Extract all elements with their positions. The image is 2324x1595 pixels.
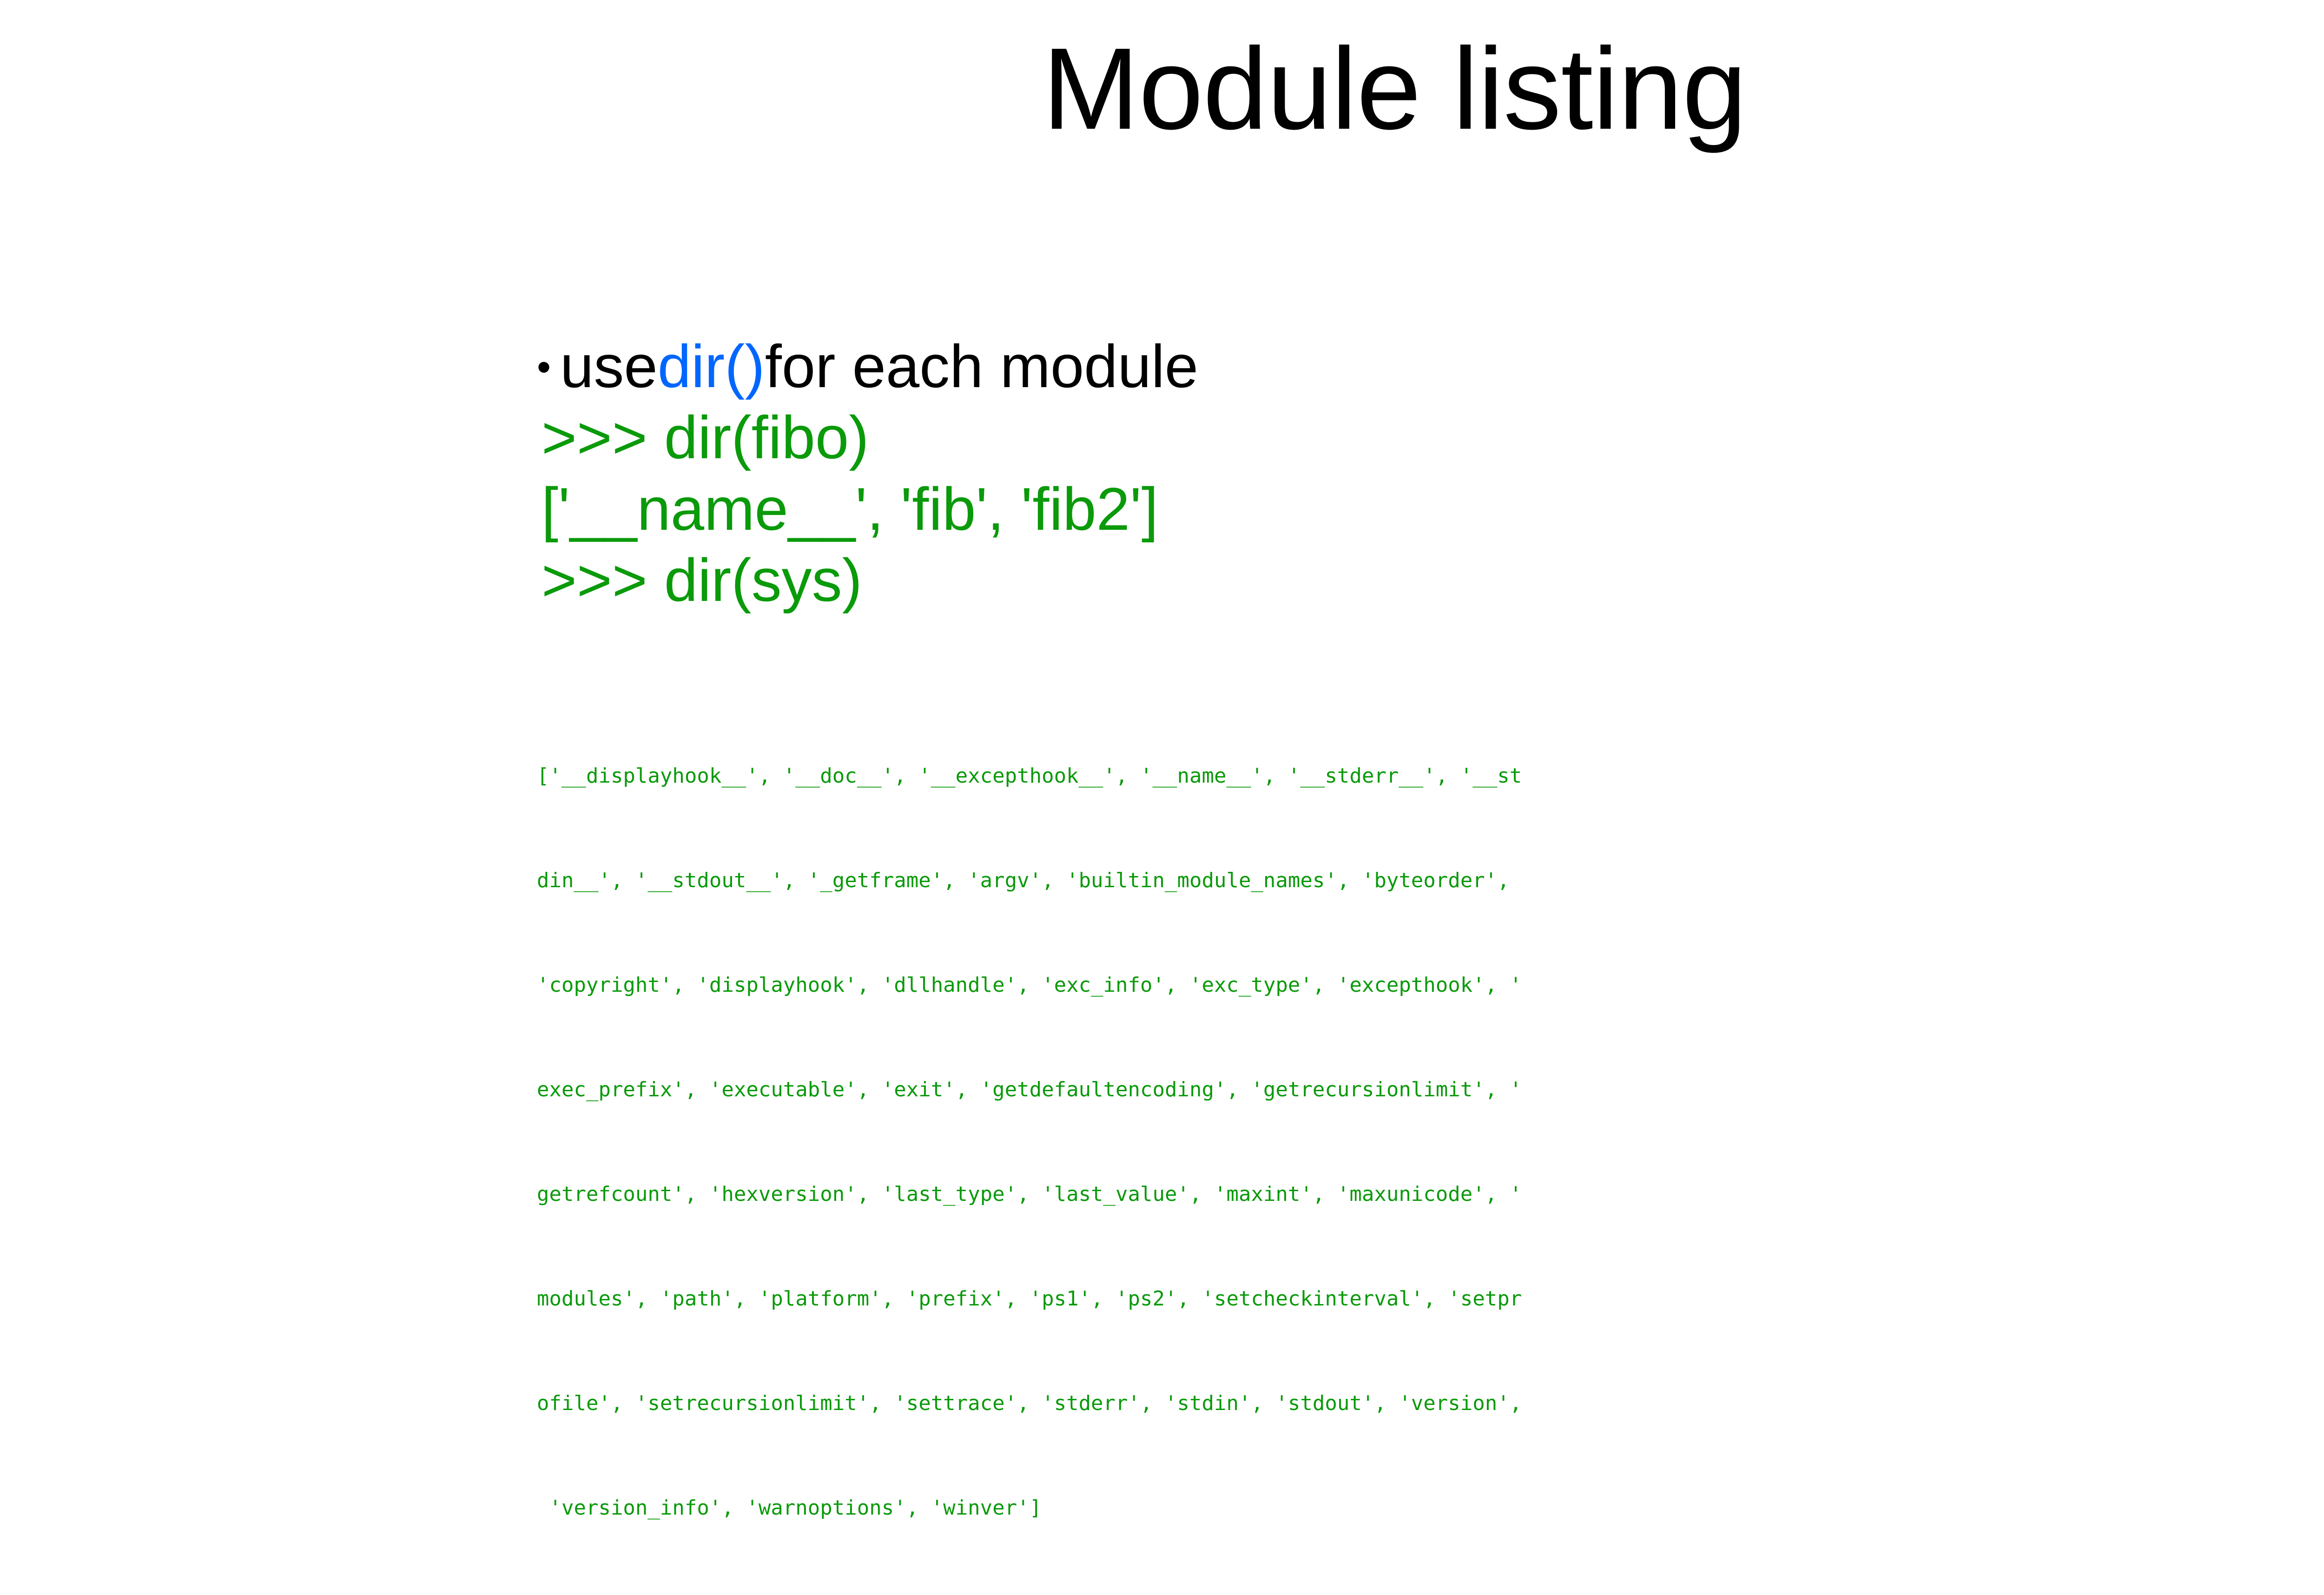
- output-line: getrefcount', 'hexversion', 'last_type',…: [537, 1182, 1522, 1206]
- repl-output-fibo-list: ['__name__', 'fib', 'fib2']: [541, 475, 1158, 543]
- output-line: din__', '__stdout__', '_getframe', 'argv…: [537, 869, 1510, 892]
- page-title: Module listing: [1042, 24, 1747, 153]
- repl-prompt-dir-fibo: >>> dir(fibo): [541, 403, 869, 472]
- output-line: 'version_info', 'warnoptions', 'winver']: [537, 1496, 1042, 1520]
- output-line: 'copyright', 'displayhook', 'dllhandle',…: [537, 973, 1522, 997]
- output-line: ofile', 'setrecursionlimit', 'settrace',…: [537, 1391, 1522, 1415]
- bullet-list-item: • use dir() for each module: [537, 331, 2324, 402]
- output-line: modules', 'path', 'platform', 'prefix', …: [537, 1287, 1522, 1311]
- slide-body: • use dir() for each module >>> dir(fibo…: [537, 331, 2324, 616]
- output-line: exec_prefix', 'executable', 'exit', 'get…: [537, 1078, 1522, 1101]
- repl-prompt-dir-sys: >>> dir(sys): [541, 546, 862, 614]
- repl-output-sys-listing: ['__displayhook__', '__doc__', '__except…: [537, 689, 1522, 1595]
- bullet-text-after: for each module: [765, 332, 1198, 400]
- bullet-text-before: use: [560, 332, 658, 400]
- output-line: ['__displayhook__', '__doc__', '__except…: [537, 764, 1522, 788]
- bullet-code-dir: dir(): [657, 332, 765, 400]
- bullet-marker-icon: •: [537, 345, 551, 389]
